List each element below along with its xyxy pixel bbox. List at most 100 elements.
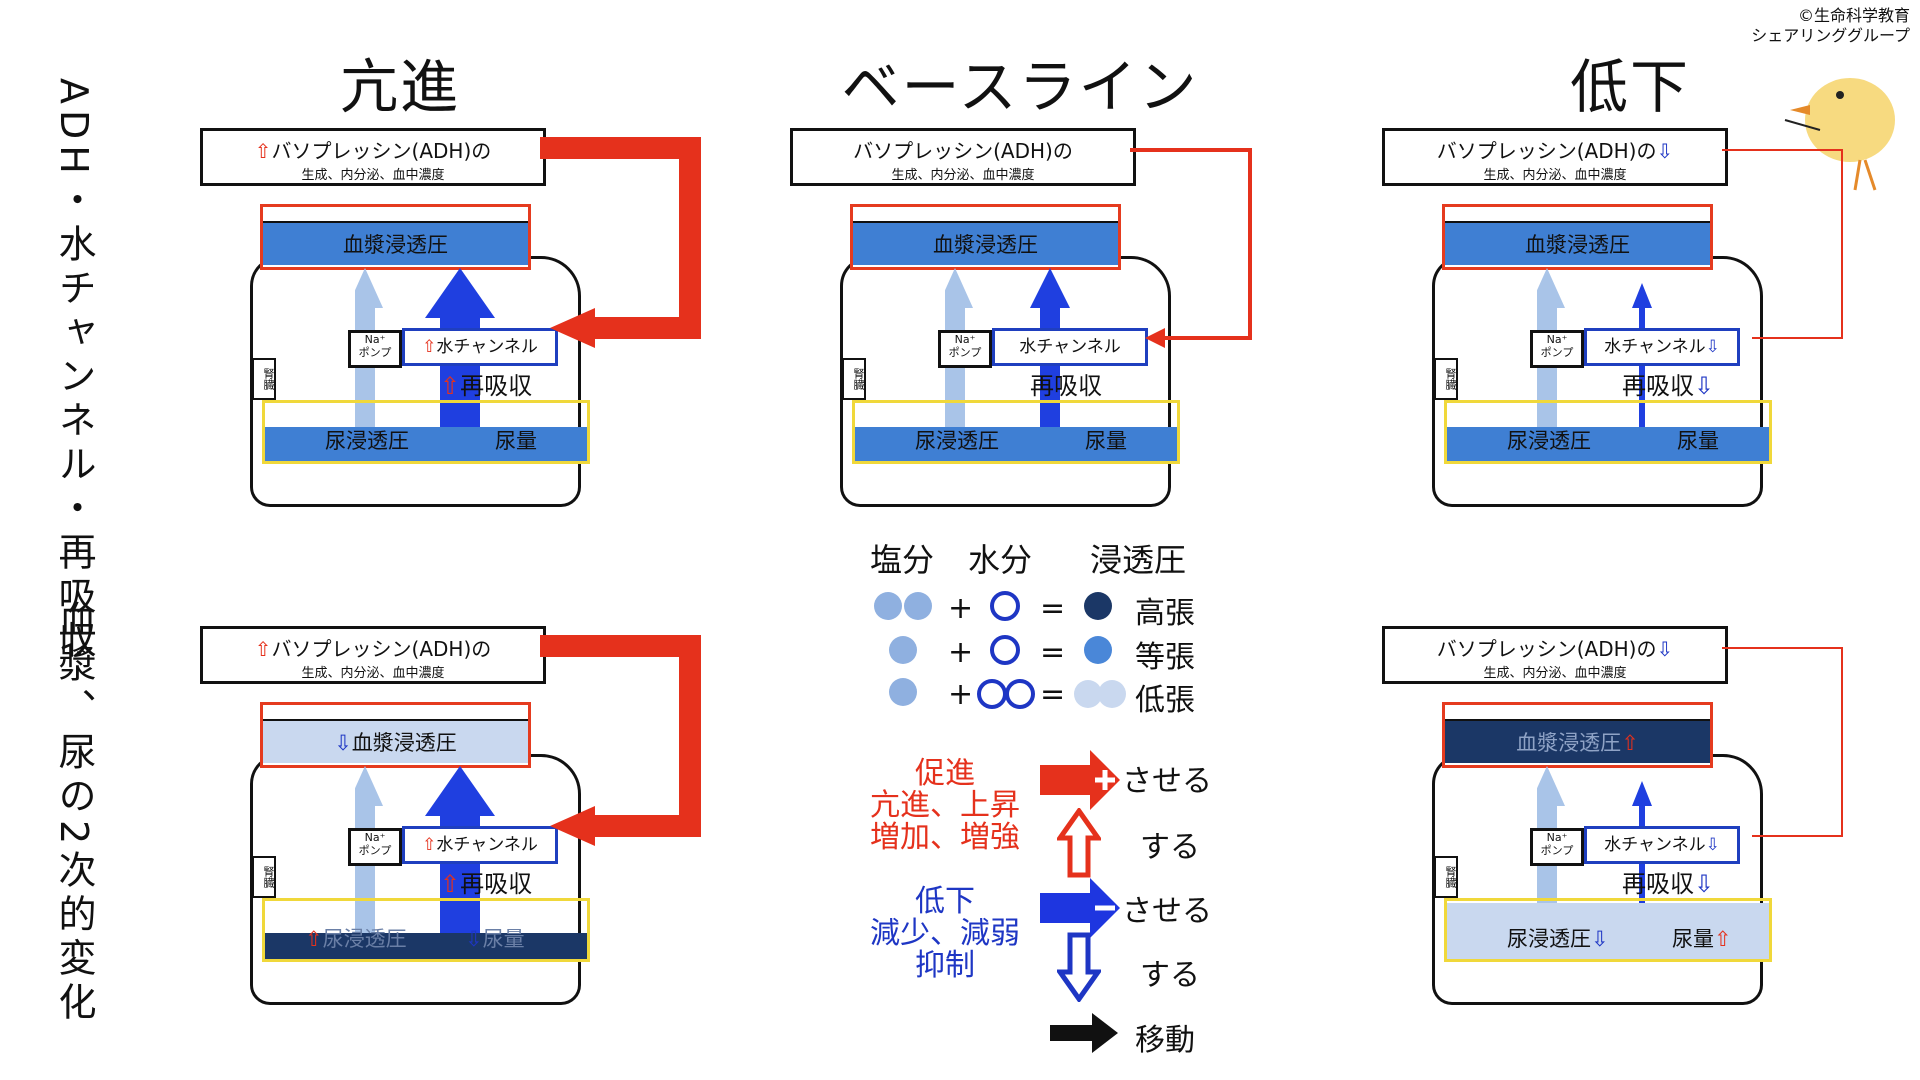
adh-box: ⇧バソプレッシン(ADH)の 生成、内分泌、血中濃度	[200, 626, 546, 684]
column-title-elevated: 亢進	[339, 53, 460, 121]
up-arrow-icon: ⇧	[1621, 731, 1639, 755]
urine-frame: 尿浸透圧 尿量	[1444, 400, 1772, 464]
panel-elevated-top: ⇧バソプレッシン(ADH)の 生成、内分泌、血中濃度 血漿浸透圧 腎臓 Na⁺ポ…	[200, 128, 720, 508]
urine-bar	[265, 933, 587, 959]
copyright: ©生命科学教育 シェアリンググループ	[1751, 6, 1910, 46]
legend-do-blue: する	[1140, 958, 1200, 993]
urine-bar	[265, 427, 587, 461]
water-channel: 水チャンネル	[992, 328, 1148, 366]
red-plus-arrow-icon	[1040, 750, 1120, 810]
na-pump-line2: ポンプ	[1540, 346, 1574, 359]
urine-osmolality: 尿浸透圧	[325, 429, 409, 453]
chick-illustration	[1784, 78, 1895, 191]
black-move-arrow-icon	[1050, 1013, 1118, 1053]
plasma-osmolality: 血漿浸透圧	[933, 233, 1038, 257]
na-pump-line2: ポンプ	[1540, 844, 1574, 857]
water-channel-label: 水チャンネル	[1604, 337, 1706, 357]
adh-sublabel: 生成、内分泌、血中濃度	[1483, 666, 1627, 681]
urine-frame: 尿浸透圧⇩ 尿量⇧	[1444, 898, 1772, 962]
plasma-bar	[1445, 221, 1710, 265]
plasma-osmolality: ⇩血漿浸透圧	[263, 727, 528, 757]
water-channel-label: 水チャンネル	[436, 835, 538, 855]
legend-plus: +	[948, 677, 973, 712]
adh-box: バソプレッシン(ADH)の⇩ 生成、内分泌、血中濃度	[1382, 626, 1728, 684]
legend-eq: =	[1040, 635, 1065, 670]
na-pump-line1: Na⁺	[954, 333, 976, 346]
urine-osmolality-label: 尿浸透圧	[322, 927, 407, 951]
reabsorption: 再吸収⇩	[1622, 864, 1714, 899]
panel-elevated-bottom: ⇧バソプレッシン(ADH)の 生成、内分泌、血中濃度 ⇩血漿浸透圧 腎臓 Na⁺…	[200, 626, 720, 1006]
up-arrow-icon: ⇧	[422, 337, 437, 357]
na-pump-line1: Na⁺	[364, 831, 386, 844]
adh-box: バソプレッシン(ADH)の⇩ 生成、内分泌、血中濃度	[1382, 128, 1728, 186]
down-arrow-icon: ⇩	[1705, 337, 1720, 357]
down-arrow-icon: ⇩	[1591, 927, 1609, 951]
kidney-label: 腎臓	[1434, 856, 1458, 898]
legend-promote: 促進	[915, 756, 975, 791]
water-channel-label: 水チャンネル	[1604, 835, 1706, 855]
plasma-frame: ⇩血漿浸透圧	[260, 702, 531, 768]
side-title-bottom: 血漿、尿の2次的変化	[52, 600, 96, 1027]
legend-up-words-1: 亢進、上昇	[870, 788, 1020, 823]
legend-low: 低張	[1135, 683, 1195, 718]
urine-volume: ⇩尿量	[465, 923, 525, 953]
urine-volume: 尿量⇧	[1672, 923, 1732, 953]
adh-label: バソプレッシン(ADH)の	[853, 139, 1073, 163]
adh-box: バソプレッシン(ADH)の 生成、内分泌、血中濃度	[790, 128, 1136, 186]
column-title-decreased: 低下	[1569, 53, 1690, 121]
down-arrow-icon: ⇩	[465, 927, 483, 951]
red-feedback-arrow	[540, 137, 701, 348]
down-arrow-icon: ⇩	[1656, 637, 1674, 661]
legend-eq: =	[1040, 677, 1065, 712]
na-pump-line1: Na⁺	[1546, 333, 1568, 346]
osmolality-legend: + = + = + =	[874, 591, 1126, 712]
adh-sublabel: 生成、内分泌、血中濃度	[301, 168, 445, 183]
down-arrow-icon: ⇩	[1694, 870, 1715, 898]
red-feedback-arrow	[1722, 647, 1843, 837]
red-feedback-arrow	[1722, 149, 1843, 339]
water-channel: 水チャンネル⇩	[1584, 826, 1740, 864]
plasma-label: 血漿浸透圧	[351, 731, 457, 755]
legend-head-salt: 塩分	[870, 541, 935, 579]
copyright-line1: ©生命科学教育	[1797, 6, 1910, 25]
plasma-frame: 血漿浸透圧	[850, 204, 1121, 270]
legend-red-words: 促進 亢進、上昇 増加、増強	[835, 758, 1055, 854]
plasma-bar	[1445, 719, 1710, 763]
red-feedback-arrow	[540, 635, 701, 846]
legend-head-water: 水分	[968, 541, 1033, 579]
urine-volume: 尿量	[1085, 429, 1127, 453]
na-pump: Na⁺ポンプ	[938, 330, 992, 368]
side-title-top: ADH・水チャンネル・再吸収	[52, 78, 96, 664]
kidney-label: 腎臓	[842, 358, 866, 400]
urine-frame: 尿浸透圧 尿量	[852, 400, 1180, 464]
na-pump-line1: Na⁺	[364, 333, 386, 346]
legend-down: 低下	[915, 884, 975, 919]
adh-box: ⇧バソプレッシン(ADH)の 生成、内分泌、血中濃度	[200, 128, 546, 186]
kidney-label: 腎臓	[252, 856, 276, 898]
urine-volume-label: 尿量	[1672, 927, 1714, 951]
plasma-label: 血漿浸透圧	[1516, 731, 1622, 755]
urine-bar	[1447, 427, 1769, 461]
adh-sublabel: 生成、内分泌、血中濃度	[891, 168, 1035, 183]
kidney-label: 腎臓	[252, 358, 276, 400]
up-arrow-icon: ⇧	[305, 927, 323, 951]
plasma-osmolality: 血漿浸透圧⇧	[1445, 727, 1710, 757]
down-arrow-icon: ⇩	[1656, 139, 1674, 163]
down-arrow-icon: ⇩	[1694, 372, 1715, 400]
urine-osmolality: 尿浸透圧	[915, 429, 999, 453]
legend-plus: +	[948, 591, 973, 626]
red-feedback-arrow	[1130, 148, 1252, 348]
adh-label: バソプレッシン(ADH)の	[271, 637, 492, 661]
reabsorption-label: 再吸収	[1622, 372, 1694, 400]
down-arrow-icon: ⇩	[1705, 835, 1720, 855]
reabsorption: 再吸収⇩	[1622, 366, 1714, 401]
up-arrow-icon: ⇧	[440, 372, 461, 400]
legend-up-words-2: 増加、増強	[870, 820, 1020, 855]
urine-frame: 尿浸透圧 尿量	[262, 400, 590, 464]
reabsorption-label: 再吸収	[460, 870, 533, 898]
water-channel-label: 水チャンネル	[436, 337, 538, 357]
na-pump-line2: ポンプ	[358, 844, 392, 857]
up-arrow-icon: ⇧	[1714, 927, 1732, 951]
legend-down-words-2: 抑制	[915, 948, 975, 983]
reabsorption: 再吸収	[1030, 372, 1102, 400]
